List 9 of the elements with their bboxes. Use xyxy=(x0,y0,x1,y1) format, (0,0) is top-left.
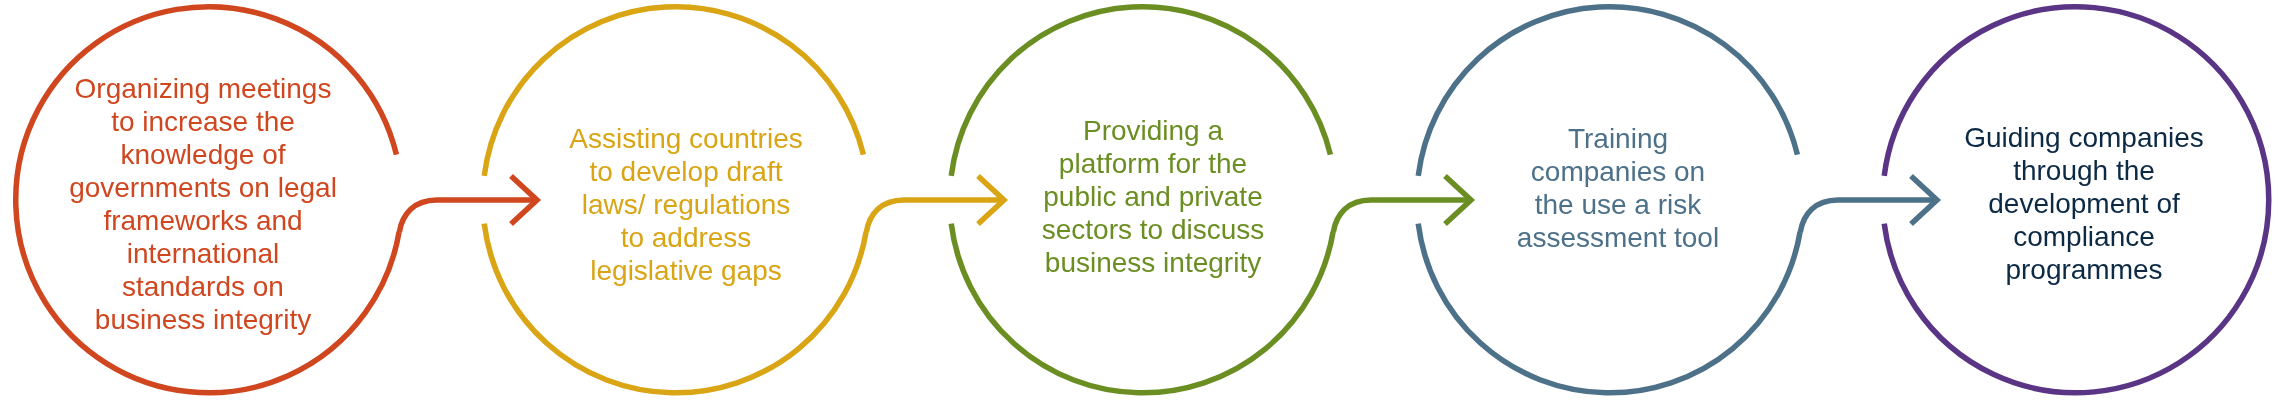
step-text: Providing a platform for the public and private sectors to discuss business integrity xyxy=(1040,113,1266,279)
step-text: Assisting countries to develop draft laws/ regulations to address legislative gaps xyxy=(568,121,804,287)
arrow xyxy=(1330,173,1474,233)
arrow xyxy=(396,173,540,233)
step-text: Organizing meetings to increase the knowledge of governments on legal frameworks and international standards on business integrity xyxy=(68,72,338,336)
arrow xyxy=(863,173,1007,233)
arrow xyxy=(1797,173,1940,233)
step-text: Training companies on the use a risk assessment tool xyxy=(1515,122,1721,254)
step-text: Guiding companies through the development of compliance programmes xyxy=(1963,120,2205,286)
